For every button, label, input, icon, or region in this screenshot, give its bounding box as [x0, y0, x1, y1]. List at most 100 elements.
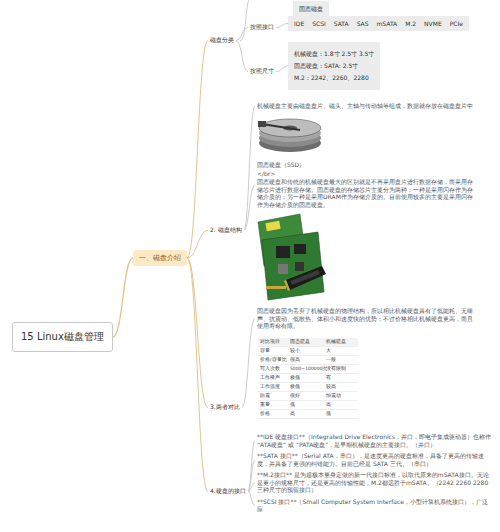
- table-cell: 一般: [324, 356, 358, 364]
- hdd-platter-image: [258, 119, 321, 152]
- connector: [248, 492, 255, 506]
- note-text: **SATA 接口**（Serial ATA，串口），是速度更高的硬盘标准，具备…: [255, 451, 495, 469]
- table-cell: 工作噪声: [258, 374, 288, 382]
- table-cell: 高: [288, 410, 324, 418]
- table-cell: 对比项目: [258, 338, 288, 346]
- node-text: **SATA 接口**（Serial ATA，串口），是速度更高的硬盘标准，具备…: [257, 452, 493, 467]
- note-text: **M.2接口** 是为超极本量身定做的新一代接口标准，以取代原来的mSATA接…: [255, 470, 495, 496]
- note-text: **IDE 硬盘接口**（Integrated Drive Electronic…: [255, 432, 495, 450]
- table-row: 对比项目固态硬盘机械硬盘: [258, 338, 358, 347]
- connector: [236, 28, 248, 41]
- table-cell: 写入次数: [258, 365, 288, 373]
- node-text: SCSI: [312, 20, 326, 27]
- node-text: 按照尺寸: [250, 67, 274, 76]
- table-cell: 价格: [258, 410, 288, 418]
- table-row: 工作温度极低较高: [258, 383, 358, 392]
- comparison-table: 对比项目固态硬盘机械硬盘容量较小大价格/容量比很高一般写入次数5000~1000…: [258, 338, 358, 419]
- connector: [244, 185, 255, 231]
- node-text: M.2: [405, 20, 416, 27]
- node-text: M.2：2242、2260、2280: [294, 74, 374, 82]
- table-cell: 价格/容量比: [258, 356, 288, 364]
- table-row: 价格/容量比很高一般: [258, 356, 358, 365]
- connector: [276, 66, 288, 72]
- table-cell: 容量: [258, 347, 288, 355]
- table-cell: 防震: [258, 392, 288, 400]
- table-cell: 低: [288, 401, 324, 409]
- node-text: 3.两者对比: [210, 403, 240, 412]
- node-text: mSATA: [376, 20, 397, 27]
- sub-topic: 2. 磁盘结构: [208, 225, 244, 236]
- node-text: NVME: [424, 20, 442, 27]
- sub-topic: 磁盘分类: [208, 35, 236, 46]
- node-text: 2. 磁盘结构: [210, 226, 242, 235]
- node-text: SAS: [357, 20, 369, 27]
- sub-topic: 按照尺寸: [248, 66, 276, 77]
- connector: [113, 258, 133, 337]
- sub-topic: 4.硬盘的接口: [208, 486, 248, 497]
- node-text: 固态硬盘和传统的机械硬盘最大的区别就是不再采用盘片进行数据存储，而采用存储芯片进…: [257, 178, 475, 208]
- note-text: 固态硬盘因为丢弃了机械硬盘的物理结构，所以相比机械硬盘具有了低能耗、无噪声、抗震…: [255, 306, 477, 332]
- table-cell: 没有限制: [324, 365, 358, 373]
- connector: [248, 460, 255, 492]
- table-cell: 工作温度: [258, 383, 288, 391]
- table-cell: 高: [324, 401, 358, 409]
- table-row: 工作噪声极低有: [258, 374, 358, 383]
- connector: [187, 41, 208, 259]
- table-cell: 大: [324, 347, 358, 355]
- table-cell: 机械硬盘: [324, 338, 358, 346]
- tag-box: 机械硬盘：1.8寸 2.5寸 3.5寸固态硬盘：SATA: 2.5寸 M.2：22…: [288, 42, 380, 90]
- node-text: 机械硬盘：1.8寸 2.5寸 3.5寸: [294, 50, 374, 58]
- node-text: 机械硬盘主要由磁盘盘片、磁头、主轴与传动轴等组成，数据就存放在磁盘盘片中: [257, 102, 475, 110]
- node-text: **IDE 硬盘接口**（Integrated Drive Electronic…: [257, 433, 493, 448]
- connector: [187, 231, 208, 259]
- node-text: 磁盘分类: [210, 36, 234, 45]
- table-row: 防震很好怕震动: [258, 392, 358, 401]
- connector: [248, 441, 255, 492]
- node-text: 固态磁盘: [299, 5, 323, 14]
- connector: [248, 483, 255, 492]
- m2-ssd-image: [284, 266, 326, 291]
- node-text: SATA: [334, 20, 349, 27]
- table-cell: 极低: [288, 374, 324, 382]
- sub-topic: 按照接口: [248, 22, 276, 33]
- node-text: 固态硬盘因为丢弃了机械硬盘的物理结构，所以相比机械硬盘具有了低能耗、无噪声、抗震…: [257, 307, 475, 330]
- table-row: 容量较小大: [258, 347, 358, 356]
- note-text: 机械硬盘主要由磁盘盘片、磁头、主轴与传动轴等组成，数据就存放在磁盘盘片中: [255, 101, 477, 112]
- node-text: **M.2接口** 是为超极本量身定做的新一代接口标准，以取代原来的mSATA接…: [257, 471, 493, 494]
- table-cell: 较小: [288, 347, 324, 355]
- node-text: 固态硬盘（SSD）: [257, 161, 475, 169]
- table-cell: 固态硬盘: [288, 338, 324, 346]
- node-text: **SCSI 接口**（Small Computer System Interf…: [257, 498, 493, 513]
- node-text: 15 Linux磁盘管理: [21, 330, 104, 344]
- table-cell: 低: [324, 410, 358, 418]
- table-cell: 很高: [288, 356, 324, 364]
- node-text: 4.硬盘的接口: [210, 487, 246, 496]
- note-text: **SCSI 接口**（Small Computer System Interf…: [255, 497, 495, 515]
- table-cell: 有: [324, 374, 358, 382]
- table-cell: 较高: [324, 383, 358, 391]
- table-row: 写入次数5000~100000次没有限制: [258, 365, 358, 374]
- root-topic: 15 Linux磁盘管理: [12, 322, 113, 352]
- table-cell: 很好: [288, 392, 324, 400]
- node-text: 固态硬盘：SATA: 2.5寸: [294, 62, 374, 70]
- node-text: IDE: [294, 20, 304, 27]
- connector: [242, 319, 255, 408]
- table-cell: 重量: [258, 401, 288, 409]
- node-text: </br>: [257, 170, 475, 178]
- node-text: 按照接口: [250, 23, 274, 32]
- note-text: 固态硬盘（SSD）</br>固态硬盘和传统的机械硬盘最大的区别就是不再采用盘片进…: [255, 160, 477, 210]
- node-text: 一、磁盘介绍: [139, 253, 181, 263]
- table-row: 重量低高: [258, 401, 358, 410]
- connector: [276, 24, 288, 28]
- table-cell: 怕震动: [324, 392, 358, 400]
- table-row: 价格高低: [258, 410, 358, 419]
- table-cell: 极低: [288, 383, 324, 391]
- connector: [244, 106, 255, 230]
- connector: [187, 258, 208, 492]
- main-topic: 一、磁盘介绍: [133, 250, 187, 266]
- sub-topic: 3.两者对比: [208, 402, 242, 413]
- connector: [236, 41, 248, 72]
- tag-box: IDE SCSI SATA SAS mSATA M.2 NVME PCIe: [288, 16, 469, 31]
- node-text: PCIe: [450, 20, 463, 27]
